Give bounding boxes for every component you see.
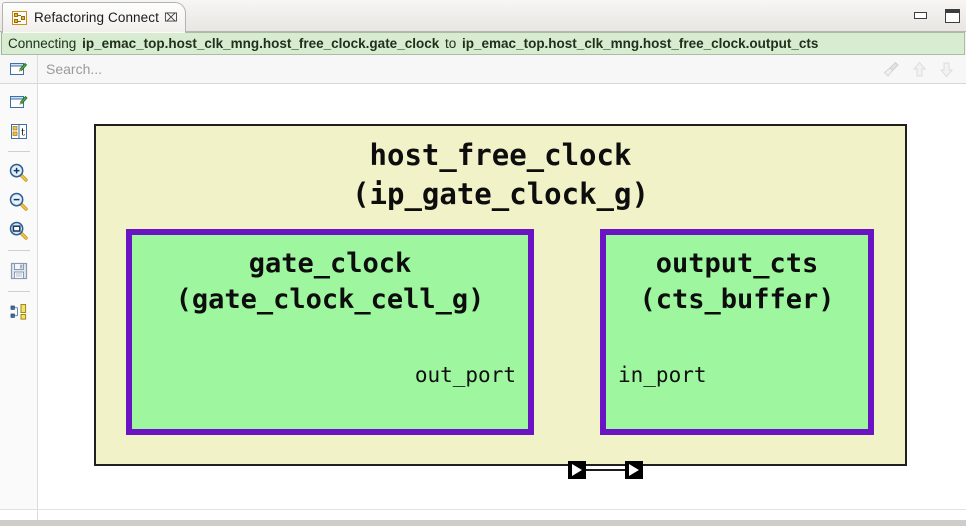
title-bar: Refactoring Connect ⌧ xyxy=(0,0,966,33)
new-search-icon-svg xyxy=(10,62,27,75)
status-source-path: ip_emac_top.host_clk_mng.host_free_clock… xyxy=(82,36,440,51)
arrow-down-icon[interactable] xyxy=(939,61,954,78)
scroll-gutter xyxy=(0,510,38,520)
module-output-cts-title: output_cts (cts_buffer) xyxy=(606,246,868,318)
svg-text:t: t xyxy=(21,127,25,138)
refactoring-connect-icon xyxy=(12,10,27,25)
view-toolbar: t xyxy=(0,84,38,509)
status-joiner: to xyxy=(445,36,457,51)
new-view-icon[interactable] xyxy=(5,88,33,116)
module-host-free-clock[interactable]: host_free_clock (ip_gate_clock_g) gate_cl… xyxy=(94,124,907,479)
arrow-down-icon-svg xyxy=(939,62,954,77)
zoom-out-icon[interactable] xyxy=(5,187,33,215)
zoom-fit-icon[interactable] xyxy=(5,216,33,244)
port-arrow-icon xyxy=(572,464,582,476)
toolbar-separator xyxy=(7,151,30,152)
module-output-cts[interactable]: output_cts (cts_buffer) in_port xyxy=(600,229,874,435)
show-properties-icon[interactable]: t xyxy=(5,117,33,145)
window-footer xyxy=(0,520,966,526)
search-bar xyxy=(0,55,966,84)
clear-broom-icon[interactable] xyxy=(883,61,900,78)
outer-module-name: host_free_clock xyxy=(369,138,632,172)
outer-module-type: (ip_gate_clock_g) xyxy=(352,177,649,211)
hierarchy-icon-svg xyxy=(10,304,26,320)
clear-broom-icon-svg xyxy=(883,61,899,77)
port-marker-in[interactable] xyxy=(625,461,643,479)
hierarchy-icon[interactable] xyxy=(5,298,33,326)
search-input[interactable] xyxy=(46,61,883,77)
close-icon[interactable]: ⌧ xyxy=(163,10,178,24)
module-output-cts-type: (cts_buffer) xyxy=(639,284,835,315)
minimize-icon[interactable] xyxy=(914,11,927,19)
new-view-icon-svg xyxy=(9,95,28,108)
module-output-cts-name: output_cts xyxy=(655,248,819,279)
status-target-path: ip_emac_top.host_clk_mng.host_free_clock… xyxy=(462,36,819,51)
port-out-port-label[interactable]: out_port xyxy=(414,363,516,387)
toolbar-separator xyxy=(7,250,30,251)
save-icon-svg xyxy=(10,262,27,280)
search-actions xyxy=(883,55,966,83)
zoom-fit-icon-svg xyxy=(9,221,28,240)
show-properties-icon-svg: t xyxy=(10,123,27,139)
horizontal-scroll-strip[interactable] xyxy=(0,509,966,520)
new-search-icon[interactable] xyxy=(0,55,38,83)
window-controls xyxy=(914,0,960,31)
port-arrow-icon xyxy=(629,464,639,476)
port-marker-out[interactable] xyxy=(568,461,586,479)
status-lead: Connecting xyxy=(8,36,77,51)
toolbar-separator xyxy=(7,291,30,292)
module-gate-clock-name: gate_clock xyxy=(248,248,412,279)
zoom-out-icon-svg xyxy=(9,192,28,211)
diagram-canvas[interactable]: host_free_clock (ip_gate_clock_g) gate_cl… xyxy=(38,84,966,509)
module-gate-clock[interactable]: gate_clock (gate_clock_cell_g) out_port xyxy=(126,229,534,435)
connection-line[interactable] xyxy=(583,469,631,471)
module-gate-clock-title: gate_clock (gate_clock_cell_g) xyxy=(132,246,528,318)
search-input-wrap[interactable] xyxy=(38,55,883,83)
tab-title: Refactoring Connect xyxy=(34,10,159,25)
body-area: t xyxy=(0,55,966,520)
zoom-in-icon-svg xyxy=(9,163,28,182)
save-icon[interactable] xyxy=(5,257,33,285)
status-bar: Connecting ip_emac_top.host_clk_mng.host… xyxy=(1,32,965,55)
main-split: t xyxy=(0,84,966,509)
outer-module-title: host_free_clock (ip_gate_clock_g) xyxy=(96,136,905,214)
module-gate-clock-type: (gate_clock_cell_g) xyxy=(175,284,485,315)
tab-refactoring-connect[interactable]: Refactoring Connect ⌧ xyxy=(2,2,186,33)
maximize-icon[interactable] xyxy=(945,8,960,23)
arrow-up-icon[interactable] xyxy=(912,61,927,78)
port-in-port-label[interactable]: in_port xyxy=(618,363,707,387)
arrow-up-icon-svg xyxy=(912,61,927,76)
zoom-in-icon[interactable] xyxy=(5,158,33,186)
